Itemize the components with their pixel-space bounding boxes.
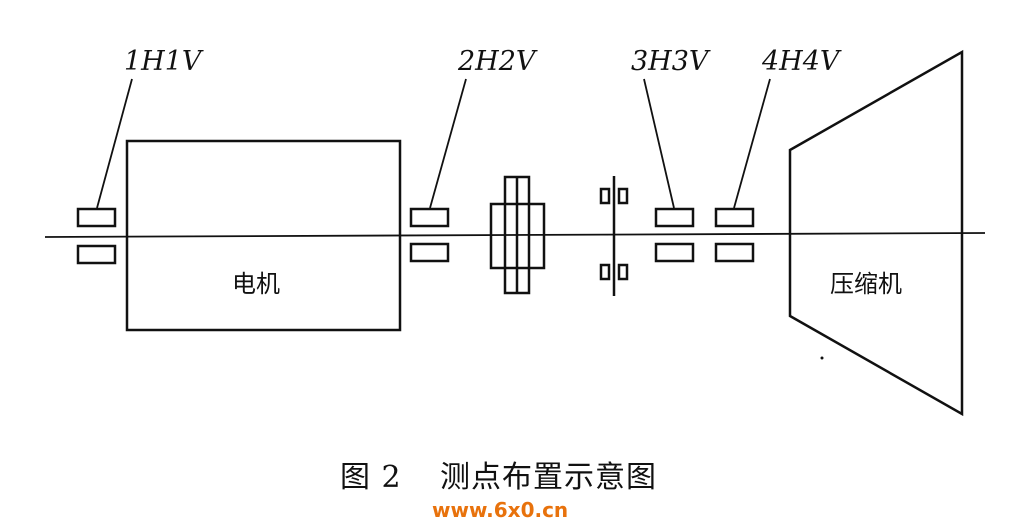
leader-line-2 (429, 78, 467, 209)
motor-label: 电机 (232, 270, 280, 298)
stray-dot (820, 356, 824, 360)
compressor-label: 压缩机 (830, 270, 902, 298)
bearing-4-bottom (714, 242, 755, 263)
bearing-2-bottom (409, 242, 450, 263)
bearing-2-top (409, 207, 450, 228)
caption-text: 测点布置示意图 (440, 460, 657, 495)
leader-line-3 (643, 78, 675, 209)
sensor-label-2: 2H2V (458, 46, 536, 77)
bearing-1-top (76, 207, 117, 228)
compressor-shape (788, 49, 964, 417)
bearing-1-bottom (76, 244, 117, 265)
coupling (489, 175, 546, 295)
sensor-label-1: 1H1V (124, 46, 202, 77)
sensor-label-3: 3H3V (631, 46, 709, 77)
caption-number: 图 2 (340, 460, 402, 495)
bearing-4-top (714, 207, 755, 228)
motor-box (125, 139, 402, 332)
shaft-centerline (44, 232, 986, 238)
bearing-3-top (654, 207, 695, 228)
leader-line-4 (733, 78, 771, 209)
sensor-label-4: 4H4V (762, 46, 840, 77)
leader-line-1 (96, 78, 133, 209)
watermark: www.6x0.cn (432, 498, 569, 522)
gear-disc (599, 176, 629, 296)
bearing-3-bottom (654, 242, 695, 263)
